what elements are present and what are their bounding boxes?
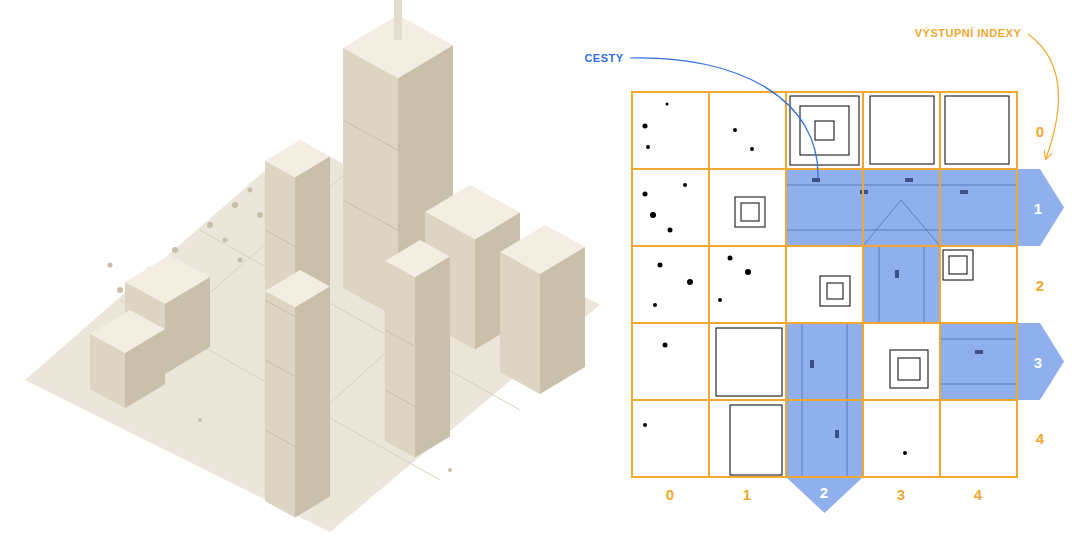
index-number: 1 — [1034, 201, 1042, 216]
index-number: 2 — [820, 485, 828, 500]
index-number: 3 — [1034, 355, 1042, 370]
index-number: 4 — [1036, 431, 1044, 446]
index-number: 0 — [1036, 124, 1044, 139]
index-number: 2 — [1036, 278, 1044, 293]
callout-label: VÝSTUPNÍ INDEXY — [915, 28, 1022, 39]
index-number: 4 — [974, 487, 982, 502]
index-number: 3 — [897, 487, 905, 502]
callout-label: CESTY — [584, 53, 623, 64]
index-number: 0 — [666, 487, 674, 502]
index-number: 1 — [743, 487, 751, 502]
